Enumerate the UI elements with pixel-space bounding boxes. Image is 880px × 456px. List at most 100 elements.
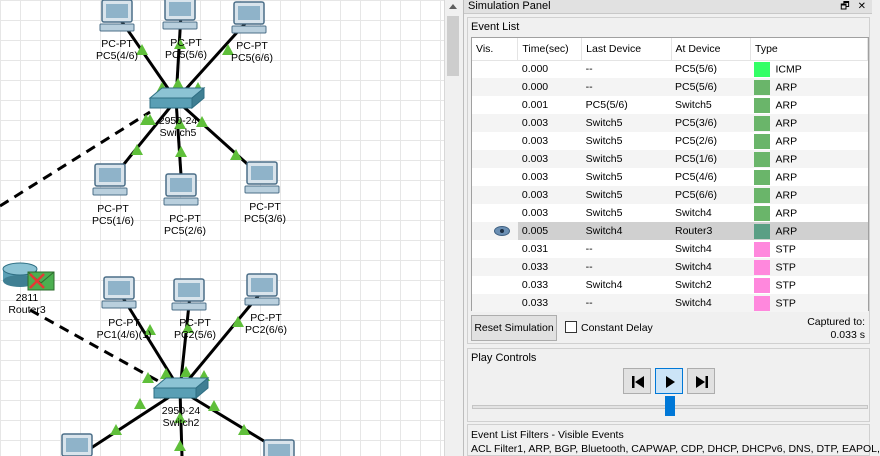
- event-vis[interactable]: [472, 276, 518, 294]
- forward-button[interactable]: [687, 368, 715, 394]
- column-header[interactable]: Time(sec): [517, 38, 583, 61]
- event-vis[interactable]: [472, 168, 518, 186]
- event-type-label: ARP: [775, 80, 798, 93]
- event-vis[interactable]: [472, 60, 518, 78]
- event-last-device: Switch4: [581, 222, 671, 240]
- link-status-icon: [232, 316, 244, 327]
- eye-icon[interactable]: [494, 226, 510, 237]
- device-name: Router3: [8, 304, 46, 316]
- constant-delay-checkbox[interactable]: Constant Delay: [565, 321, 653, 334]
- pc-device-icon[interactable]: [263, 439, 295, 456]
- simulation-panel: Simulation Panel 🗗✕ Event List Vis.Time(…: [463, 0, 880, 456]
- column-header[interactable]: Last Device: [581, 38, 672, 61]
- type-color-swatch: [754, 97, 771, 113]
- pc-device-icon[interactable]: [244, 161, 280, 194]
- constant-delay-label: Constant Delay: [581, 322, 653, 334]
- event-time: 0.003: [521, 135, 549, 147]
- link-status-icon: [182, 322, 194, 333]
- type-color-swatch: [754, 115, 771, 131]
- scrollbar-thumb[interactable]: [447, 16, 459, 76]
- switch-device-icon[interactable]: [148, 86, 206, 110]
- switch-device-icon[interactable]: [152, 376, 210, 400]
- event-row[interactable]: 0.000--PC5(5/6)ICMP: [472, 60, 868, 78]
- event-row[interactable]: 0.000--PC5(5/6)ARP: [472, 78, 868, 96]
- event-type-label: STP: [775, 296, 796, 309]
- event-vis[interactable]: [472, 240, 518, 258]
- topology-drawing[interactable]: [0, 0, 444, 456]
- event-type-label: ARP: [775, 98, 798, 111]
- link-status-icon: [140, 114, 152, 125]
- column-header[interactable]: At Device: [671, 38, 751, 61]
- pc-device-icon[interactable]: [171, 278, 207, 311]
- pc-device-icon[interactable]: [101, 276, 137, 309]
- link-cable[interactable]: [87, 388, 181, 452]
- pc-device-icon[interactable]: [162, 0, 198, 30]
- event-vis[interactable]: [472, 114, 518, 132]
- back-button[interactable]: [623, 368, 651, 394]
- pc-device-icon[interactable]: [92, 163, 128, 196]
- filters-label: Event List Filters - Visible Events: [471, 429, 624, 441]
- event-vis[interactable]: [472, 222, 518, 240]
- link-status-icon: [160, 368, 172, 379]
- play-button[interactable]: [655, 368, 683, 394]
- event-type: ARP: [750, 222, 868, 240]
- event-at-device: Switch2: [675, 279, 712, 291]
- play-controls-label: Play Controls: [471, 352, 537, 364]
- event-at-device: PC5(6/6): [671, 186, 751, 204]
- canvas-vertical-scrollbar[interactable]: [444, 0, 461, 456]
- event-last-device: Switch5: [585, 135, 623, 147]
- event-vis[interactable]: [472, 204, 518, 222]
- pc-device-icon[interactable]: [99, 0, 135, 32]
- pdu-envelope-icon[interactable]: [27, 271, 55, 291]
- event-vis[interactable]: [472, 132, 518, 150]
- event-at-device: PC5(2/6): [675, 135, 718, 147]
- restore-icon[interactable]: 🗗: [840, 1, 850, 12]
- link-cable[interactable]: [0, 110, 151, 208]
- type-color-swatch: [754, 241, 771, 257]
- pc-device-icon[interactable]: [231, 1, 267, 34]
- event-vis[interactable]: [472, 186, 518, 204]
- event-vis[interactable]: [472, 294, 518, 312]
- reset-simulation-button[interactable]: Reset Simulation: [471, 315, 557, 341]
- event-vis[interactable]: [472, 150, 518, 168]
- pc-device-icon[interactable]: [244, 273, 280, 306]
- link-cable[interactable]: [178, 289, 265, 391]
- event-type: ARP: [750, 78, 868, 96]
- column-header[interactable]: Vis.: [472, 38, 519, 61]
- checkbox-icon[interactable]: [565, 321, 577, 333]
- pc-device-icon[interactable]: [61, 433, 93, 456]
- event-vis[interactable]: [472, 78, 518, 96]
- event-vis[interactable]: [472, 96, 518, 114]
- link-cable[interactable]: [29, 308, 161, 384]
- event-time: 0.033: [521, 279, 549, 291]
- close-icon[interactable]: ✕: [857, 1, 866, 12]
- playback-slider-thumb[interactable]: [665, 396, 675, 416]
- pc-device-icon[interactable]: [163, 173, 199, 206]
- event-list-filters[interactable]: Event List Filters - Visible Events ACL …: [467, 424, 880, 456]
- link-cable[interactable]: [118, 292, 182, 391]
- scroll-up-icon[interactable]: [449, 4, 457, 9]
- link-status-icon: [131, 144, 143, 155]
- event-vis[interactable]: [472, 258, 518, 276]
- column-header[interactable]: Type: [750, 38, 869, 61]
- device-type: PC-PT: [97, 203, 129, 215]
